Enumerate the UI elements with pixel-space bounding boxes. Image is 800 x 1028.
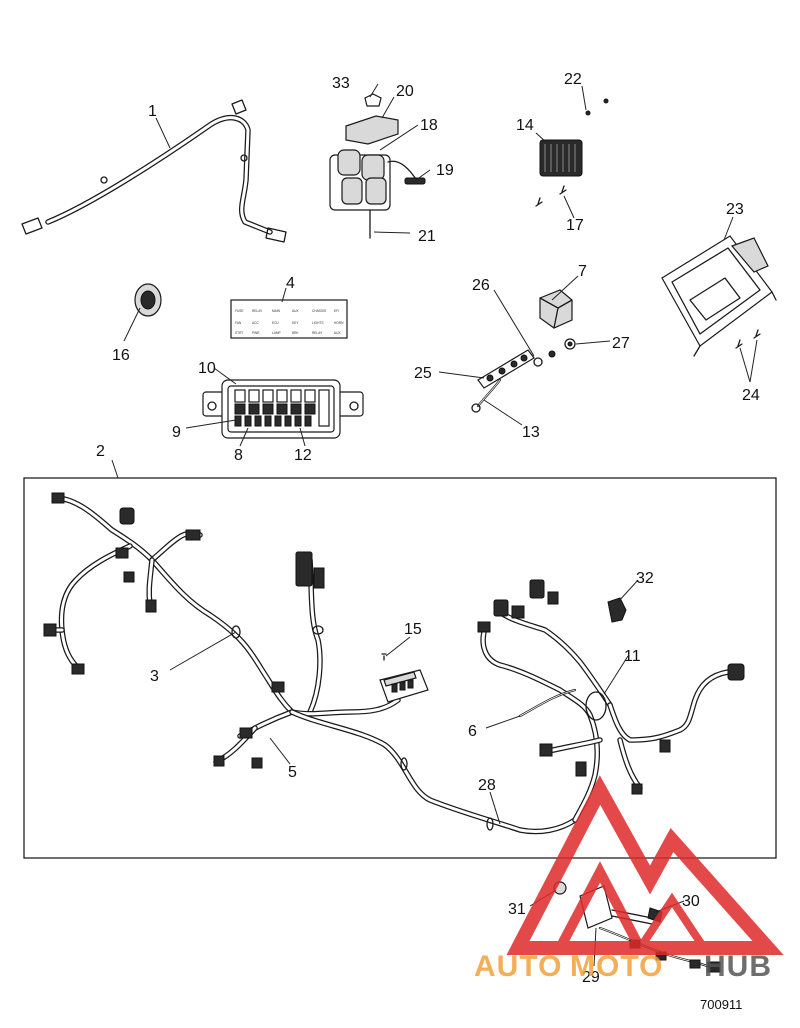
callout-6: 6: [468, 723, 477, 740]
part-15-fuse-holder: [379, 653, 429, 703]
callout-8: 8: [234, 447, 243, 464]
part-1-harness: [21, 99, 287, 243]
callout-31: 31: [508, 901, 526, 918]
svg-text:EFI: EFI: [334, 309, 339, 313]
watermark-text-hub: HUB: [704, 950, 772, 983]
svg-text:KEY: KEY: [292, 321, 299, 325]
callout-1: 1: [148, 103, 157, 120]
callout-14: 14: [516, 117, 534, 134]
callout-2: 2: [96, 443, 105, 460]
callout-20: 20: [396, 83, 414, 100]
part-10-fuse-box: [202, 379, 364, 439]
leader-lines: [111, 83, 758, 967]
callout-33: 33: [332, 75, 350, 92]
callout-27: 27: [612, 335, 630, 352]
callout-10: 10: [198, 360, 216, 377]
svg-text:AUX: AUX: [292, 309, 299, 313]
svg-text:MAIN: MAIN: [272, 309, 281, 313]
part-32-connector: [607, 597, 627, 623]
svg-text:BRK: BRK: [292, 331, 299, 335]
svg-text:ACC: ACC: [252, 321, 259, 325]
callout-15: 15: [404, 621, 422, 638]
callout-30: 30: [682, 893, 700, 910]
main-harness-box: [23, 477, 777, 859]
svg-text:CHASSIS: CHASSIS: [312, 309, 326, 313]
svg-text:LIGHTS: LIGHTS: [312, 321, 324, 325]
watermark-text-auto: AUTO: [474, 950, 562, 983]
part-14-regulator: [535, 98, 609, 207]
part-28-right-harness: [477, 579, 745, 823]
part-coil-assembly: [329, 93, 426, 239]
callout-12: 12: [294, 447, 312, 464]
callout-29: 29: [582, 969, 600, 986]
part-25-terminal-strip: [471, 338, 576, 413]
callout-26: 26: [472, 277, 490, 294]
callout-19: 19: [436, 162, 454, 179]
svg-text:ECU: ECU: [272, 321, 279, 325]
part-7-relay: [539, 289, 573, 329]
callout-23: 23: [726, 201, 744, 218]
callout-7: 7: [578, 263, 587, 280]
callout-5: 5: [288, 764, 297, 781]
callout-24: 24: [742, 387, 760, 404]
callout-16: 16: [112, 347, 130, 364]
callout-25: 25: [414, 365, 432, 382]
callout-4: 4: [286, 275, 295, 292]
callout-17: 17: [566, 217, 584, 234]
callout-32: 32: [636, 570, 654, 587]
callout-3: 3: [150, 668, 159, 685]
svg-text:RELAY: RELAY: [312, 331, 323, 335]
svg-text:LAMP: LAMP: [272, 331, 281, 335]
callout-11: 11: [624, 648, 641, 665]
svg-text:FAN: FAN: [235, 321, 242, 325]
callout-9: 9: [172, 424, 181, 441]
part-16-grommet: [134, 283, 162, 317]
svg-text:RELAY: RELAY: [252, 309, 263, 313]
callout-13: 13: [522, 424, 540, 441]
part-3-main-harness: [43, 492, 578, 835]
svg-text:HORN: HORN: [334, 321, 344, 325]
svg-text:STRT: STRT: [235, 331, 243, 335]
svg-text:PWR: PWR: [252, 331, 260, 335]
part-4-decal: FUSE RELAY MAIN AUX CHASSIS EFI FAN ACC ECU KEY L…: [230, 299, 348, 339]
diagram-reference-number: 700911: [700, 997, 742, 1012]
callout-22: 22: [564, 71, 582, 88]
watermark-text-moto: MOTO: [570, 950, 663, 983]
callout-18: 18: [420, 117, 438, 134]
svg-text:FUSE: FUSE: [235, 309, 244, 313]
callout-21: 21: [418, 228, 436, 245]
callout-28: 28: [478, 777, 496, 794]
callout-labels: 1 33 20 18 19 21 22 14 17 23 24 4 16 10 …: [96, 71, 760, 986]
watermark-logo: AUTO MOTO HUB: [474, 775, 784, 983]
part-23-ecu: [661, 235, 777, 357]
svg-text:AUX: AUX: [334, 331, 341, 335]
